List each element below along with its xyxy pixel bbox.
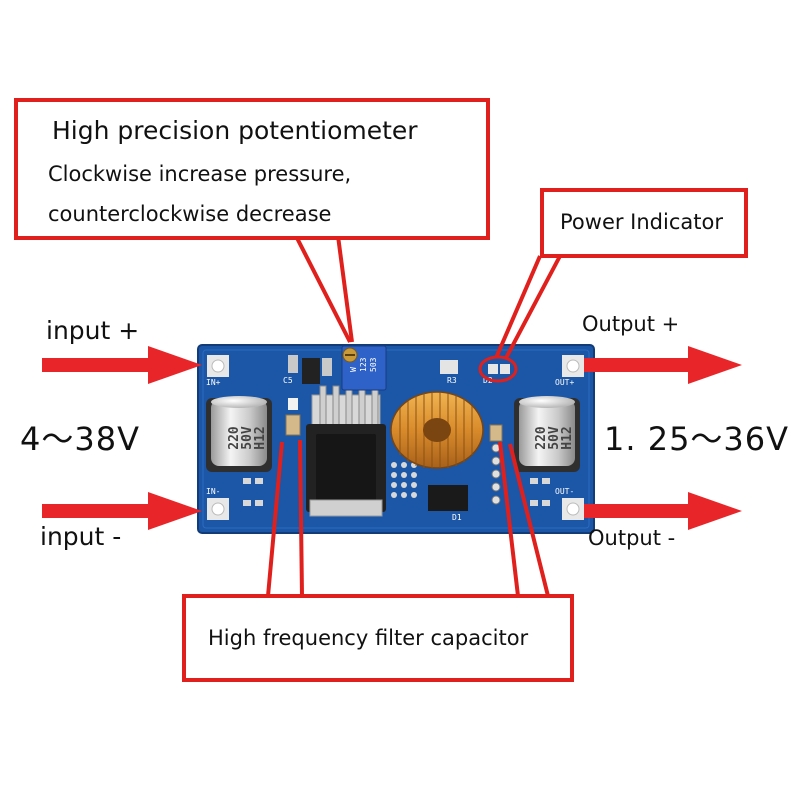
smd-components [285,355,503,511]
callout-filter-capacitor: High frequency filter capacitor [182,594,574,682]
potentiometer: 503 123 W [341,345,387,391]
callout-potentiometer: High precision potentiometer Clockwise i… [14,98,490,240]
callout-power-indicator: Power Indicator [540,188,748,258]
inductor-coil [390,391,484,469]
pot-code-3: W [349,367,358,372]
capacitor-left: 220 50V H12 [206,396,272,472]
solder-pads [243,478,550,506]
header-pins [491,443,501,505]
potentiometer-line2: counterclockwise decrease [48,202,332,226]
arrow-input-plus [42,346,202,384]
cap-left-voltage: 50V [240,426,255,450]
cap-left-code: H12 [253,426,268,449]
cap-left-value: 220 [227,426,242,450]
silk-out-minus: OUT- [555,487,574,496]
silk-in-minus: IN- [206,487,220,496]
mounting-holes [207,355,584,520]
potentiometer-title: High precision potentiometer [52,116,418,145]
via-grid [391,462,417,498]
regulator-ic [306,385,386,517]
silk-out-plus: OUT+ [555,378,574,387]
arrows [42,346,742,530]
silk-in-plus: IN+ [206,378,221,387]
arrow-input-minus [42,492,202,530]
output-plus-label: Output + [582,312,680,336]
power-indicator-label: Power Indicator [560,210,723,234]
arrow-output-minus [584,492,742,530]
output-minus-label: Output - [588,526,676,550]
cap-right-voltage: 50V [547,426,562,450]
cap-right-code: H12 [560,426,575,449]
silk-c5: C5 [283,376,293,385]
input-voltage-range: 4～38V [20,420,140,458]
output-voltage-range: 1. 25～36V [604,420,790,458]
silk-r3: R3 [447,376,457,385]
pot-code-2: 123 [359,357,368,372]
input-plus-label: input + [46,316,140,345]
input-minus-label: input - [40,522,122,551]
cap-right-value: 220 [534,426,549,450]
silk-d1: D1 [452,513,462,522]
capacitor-right: 220 50V H12 [514,396,580,472]
filter-capacitor-label: High frequency filter capacitor [208,626,529,650]
callout-leaders [266,235,562,597]
pot-code-1: 503 [369,357,378,372]
arrow-output-plus [584,346,742,384]
potentiometer-line1: Clockwise increase pressure, [48,162,352,186]
